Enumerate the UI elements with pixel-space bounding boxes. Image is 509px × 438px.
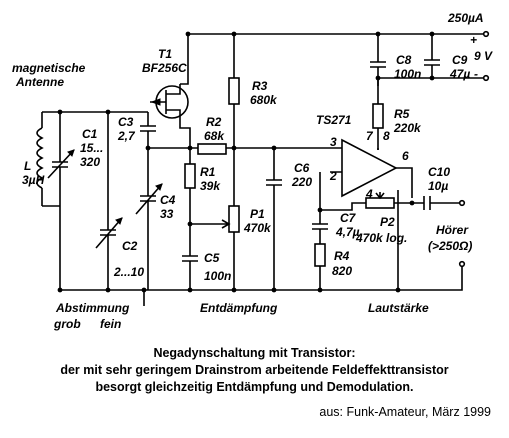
label-minus: - bbox=[474, 67, 478, 81]
label-r5-value: 220k bbox=[393, 121, 422, 135]
label-l-value: 3µH bbox=[22, 173, 45, 187]
label-c2-value: 2...10 bbox=[113, 265, 144, 279]
label-r4: R4 bbox=[334, 249, 350, 263]
label-r5: R5 bbox=[394, 107, 410, 121]
label-c1-value-2: 320 bbox=[80, 155, 100, 169]
label-plus: + bbox=[470, 33, 477, 47]
label-r3: R3 bbox=[252, 79, 268, 93]
r2-body bbox=[197, 143, 227, 155]
r5-body bbox=[372, 103, 384, 129]
label-c3: C3 bbox=[118, 115, 134, 129]
label-t1: T1 bbox=[158, 47, 172, 61]
terminal-phone-2 bbox=[458, 260, 466, 268]
label-c10: C10 bbox=[428, 165, 450, 179]
label-p2-value: 470k log. bbox=[355, 231, 407, 245]
caption-line-3: besorgt gleichzeitig Entdämpfung und Dem… bbox=[95, 380, 414, 394]
opamp-body bbox=[341, 138, 398, 198]
label-r2: R2 bbox=[206, 115, 222, 129]
label-c7: C7 bbox=[340, 211, 357, 225]
label-antenna-1: magnetische bbox=[12, 61, 86, 75]
caption-line-2: der mit sehr geringem Drainstrom arbeite… bbox=[60, 363, 449, 377]
source-note: aus: Funk-Amateur, März 1999 bbox=[319, 405, 491, 419]
label-c1: C1 bbox=[82, 127, 98, 141]
label-c9: C9 bbox=[452, 53, 468, 67]
label-antenna-2: Antenne bbox=[15, 75, 64, 89]
label-r3-value: 680k bbox=[250, 93, 278, 107]
label-c6: C6 bbox=[294, 161, 310, 175]
label-p1: P1 bbox=[250, 207, 265, 221]
label-l: L bbox=[24, 159, 31, 173]
label-hoerer-2: (>250Ω) bbox=[428, 239, 472, 253]
label-entdaempfung: Entdämpfung bbox=[200, 301, 278, 315]
label-hoerer: Hörer bbox=[436, 223, 469, 237]
terminal-phone-1 bbox=[458, 199, 466, 207]
label-volt: 9 V bbox=[474, 49, 493, 63]
label-pin-6: 6 bbox=[402, 149, 409, 163]
label-pin-3: 3 bbox=[330, 135, 337, 149]
label-lautstaerke: Lautstärke bbox=[368, 301, 429, 315]
p1-body bbox=[228, 205, 240, 233]
label-c7-value: 4,7µ bbox=[335, 225, 360, 239]
terminal-plus bbox=[482, 30, 490, 38]
label-c3-value: 2,7 bbox=[117, 129, 136, 143]
label-fein: fein bbox=[100, 317, 121, 331]
label-pin-4: 4 bbox=[365, 187, 373, 201]
label-c1-value-1: 15... bbox=[80, 141, 103, 155]
label-grob: grob bbox=[53, 317, 81, 331]
label-ic: TS271 bbox=[316, 113, 352, 127]
label-c8-value: 100n bbox=[394, 67, 421, 81]
label-c9-value: 47µ bbox=[449, 67, 470, 81]
label-c2: C2 bbox=[122, 239, 138, 253]
label-c10-value: 10µ bbox=[428, 179, 448, 193]
label-c4-value: 33 bbox=[160, 207, 174, 221]
label-pin-7: 7 bbox=[366, 129, 374, 143]
label-t1-type: BF256C bbox=[142, 61, 187, 75]
label-r2-value: 68k bbox=[204, 129, 225, 143]
r3-body bbox=[228, 77, 240, 105]
label-c5-value: 100n bbox=[204, 269, 231, 283]
r4-body bbox=[314, 243, 326, 267]
label-p2: P2 bbox=[380, 215, 395, 229]
label-p1-value: 470k bbox=[243, 221, 272, 235]
label-c5: C5 bbox=[204, 251, 220, 265]
terminal-minus bbox=[482, 74, 490, 82]
label-current: 250µA bbox=[447, 11, 484, 25]
label-c8: C8 bbox=[396, 53, 412, 67]
label-c6-value: 220 bbox=[291, 175, 312, 189]
caption-line-1: Negadynschaltung mit Transistor: bbox=[153, 346, 356, 360]
label-r4-value: 820 bbox=[332, 264, 352, 278]
r1-body bbox=[184, 163, 196, 189]
label-pin-2: 2 bbox=[329, 169, 337, 183]
label-r1: R1 bbox=[200, 165, 216, 179]
label-c4: C4 bbox=[160, 193, 176, 207]
label-r1-value: 39k bbox=[200, 179, 221, 193]
label-pin-8: 8 bbox=[383, 129, 390, 143]
label-abstimmung: Abstimmung bbox=[55, 301, 130, 315]
